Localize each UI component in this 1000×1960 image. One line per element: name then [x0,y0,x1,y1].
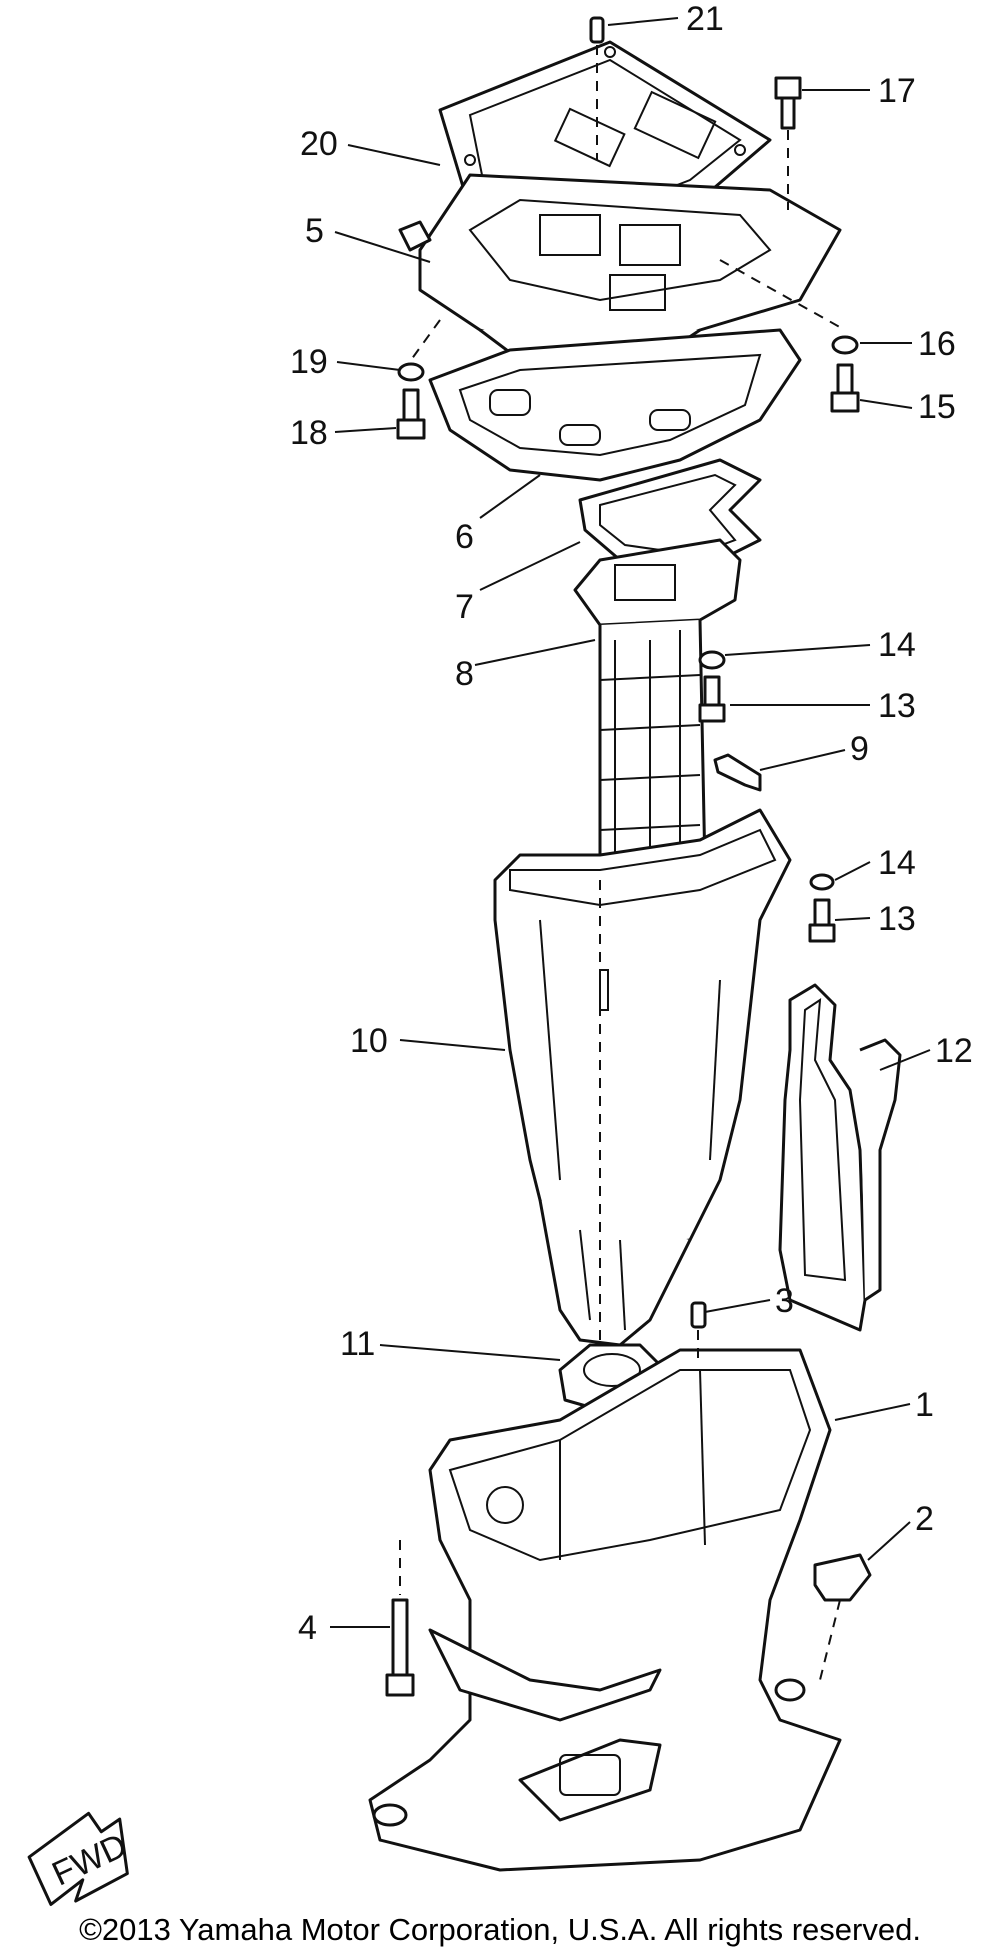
part-17-bolt [774,76,802,130]
callout-16: 16 [918,325,956,363]
callout-11: 11 [340,1325,375,1363]
callout-15: 15 [918,388,956,426]
callout-6: 6 [455,518,474,556]
callout-labels: 21 20 17 5 16 15 19 18 6 7 8 14 13 9 14 … [290,0,973,1647]
part-10-muffler [493,808,792,1347]
callout-2: 2 [915,1500,934,1538]
callout-13b: 13 [878,900,916,938]
part-19-washer [397,362,425,382]
part-14-washer-lower [809,873,835,891]
part-8-exhaust-manifold [573,538,742,902]
callout-12: 12 [935,1032,973,1070]
part-6-gasket [428,328,802,482]
copyright-notice: ©2013 Yamaha Motor Corporation, U.S.A. A… [79,1912,921,1947]
callout-17: 17 [878,72,916,110]
fwd-arrow-icon: FWD [27,1811,133,1906]
part-2-cap [813,1553,872,1602]
callout-7: 7 [455,588,474,626]
callout-1: 1 [915,1386,934,1424]
part-16-washer [831,335,859,355]
callout-9: 9 [850,730,869,768]
part-21-dowel-pin [589,16,605,44]
alignment-lines [399,45,846,1681]
part-4-bolt [385,1598,415,1697]
part-18-bolt [396,388,426,440]
part-13-bolt-lower [808,898,836,943]
callout-10: 10 [350,1022,388,1060]
part-3-dowel-pin [690,1301,707,1329]
callout-14a: 14 [878,626,916,664]
part-14-washer-upper [698,650,726,670]
part-1-upper-casing [368,1348,842,1872]
callout-14b: 14 [878,844,916,882]
callout-21: 21 [686,0,724,38]
callout-3: 3 [775,1282,794,1320]
callout-18: 18 [290,414,328,452]
part-15-bolt [830,363,860,413]
callout-4: 4 [298,1609,317,1647]
callout-8: 8 [455,655,474,693]
leader-lines [330,17,931,1628]
callout-13a: 13 [878,687,916,725]
callout-5: 5 [305,212,324,250]
part-9-damper [713,753,762,792]
part-12-seal [778,983,902,1332]
callout-20: 20 [300,125,338,163]
part-13-bolt-upper [698,675,726,723]
callout-19: 19 [290,343,328,381]
